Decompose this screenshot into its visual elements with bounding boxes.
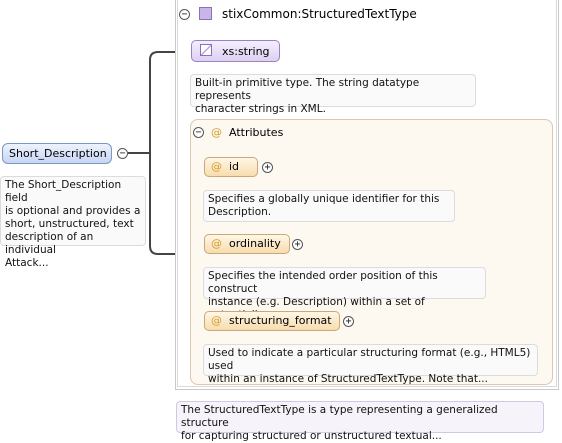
attribute-at-icon: @ bbox=[211, 126, 222, 139]
connector-to-attributes bbox=[149, 153, 190, 255]
element-doc-line: short, unstructured, text bbox=[5, 218, 134, 230]
attribute-id-doc: Specifies a globally unique identifier f… bbox=[203, 190, 455, 222]
attribute-at-icon: @ bbox=[211, 160, 222, 173]
connector-to-base bbox=[149, 51, 191, 153]
base-type-name: xs:string bbox=[222, 45, 270, 58]
attribute-doc-line: Description. bbox=[208, 206, 272, 218]
attribute-doc-line: Used to indicate a particular structurin… bbox=[208, 347, 531, 372]
element-doc-line: The Short_Description field bbox=[5, 179, 122, 204]
base-doc-line: Built-in primitive type. The string data… bbox=[195, 77, 420, 102]
complex-type-doc: The StructuredTextType is a type represe… bbox=[176, 401, 544, 442]
complex-type-icon bbox=[199, 7, 212, 20]
attribute-doc-line: within an instance of StructuredTextType… bbox=[208, 373, 488, 385]
element-doc: The Short_Description field is optional … bbox=[0, 176, 146, 269]
attribute-structuring-format-doc: Used to indicate a particular structurin… bbox=[203, 344, 538, 385]
attribute-ordinality[interactable]: @ ordinality bbox=[204, 234, 290, 254]
attribute-id[interactable]: @ id bbox=[204, 157, 258, 177]
attribute-at-icon: @ bbox=[211, 237, 222, 250]
base-doc-line: character strings in XML. bbox=[195, 103, 326, 115]
collapse-element-icon[interactable]: − bbox=[117, 148, 128, 159]
attributes-group-title: Attributes bbox=[229, 126, 284, 139]
attribute-ordinality-doc: Specifies the intended order position of… bbox=[203, 267, 486, 321]
element-name: Short_Description bbox=[9, 147, 107, 160]
element-doc-line: Attack... bbox=[5, 257, 49, 269]
element-doc-line: description of an individual bbox=[5, 231, 94, 256]
attribute-at-icon: @ bbox=[211, 314, 222, 327]
collapse-attributes-icon[interactable]: − bbox=[193, 127, 204, 138]
simple-type-icon bbox=[200, 44, 212, 56]
complex-type-name: stixCommon:StructuredTextType bbox=[222, 7, 417, 21]
base-type-box[interactable] bbox=[191, 40, 280, 62]
attribute-name: ordinality bbox=[229, 237, 281, 250]
expand-ordinality-icon[interactable]: + bbox=[292, 239, 303, 250]
attribute-doc-line: Specifies a globally unique identifier f… bbox=[208, 193, 440, 205]
type-doc-line: The StructuredTextType is a type represe… bbox=[181, 404, 498, 429]
expand-id-icon[interactable]: + bbox=[262, 162, 273, 173]
attribute-doc-line: Specifies the intended order position of… bbox=[208, 270, 438, 295]
attribute-structuring-format[interactable]: @ structuring_format bbox=[204, 311, 340, 331]
expand-structuring-format-icon[interactable]: + bbox=[343, 316, 354, 327]
base-type-doc: Built-in primitive type. The string data… bbox=[190, 74, 476, 115]
element-short-description[interactable]: Short_Description bbox=[2, 143, 112, 164]
complex-type-frame-inner bbox=[177, 0, 557, 387]
attribute-name: structuring_format bbox=[229, 314, 332, 327]
collapse-type-icon[interactable]: − bbox=[179, 9, 190, 20]
element-doc-line: is optional and provides a bbox=[5, 205, 141, 217]
attribute-name: id bbox=[229, 160, 240, 173]
